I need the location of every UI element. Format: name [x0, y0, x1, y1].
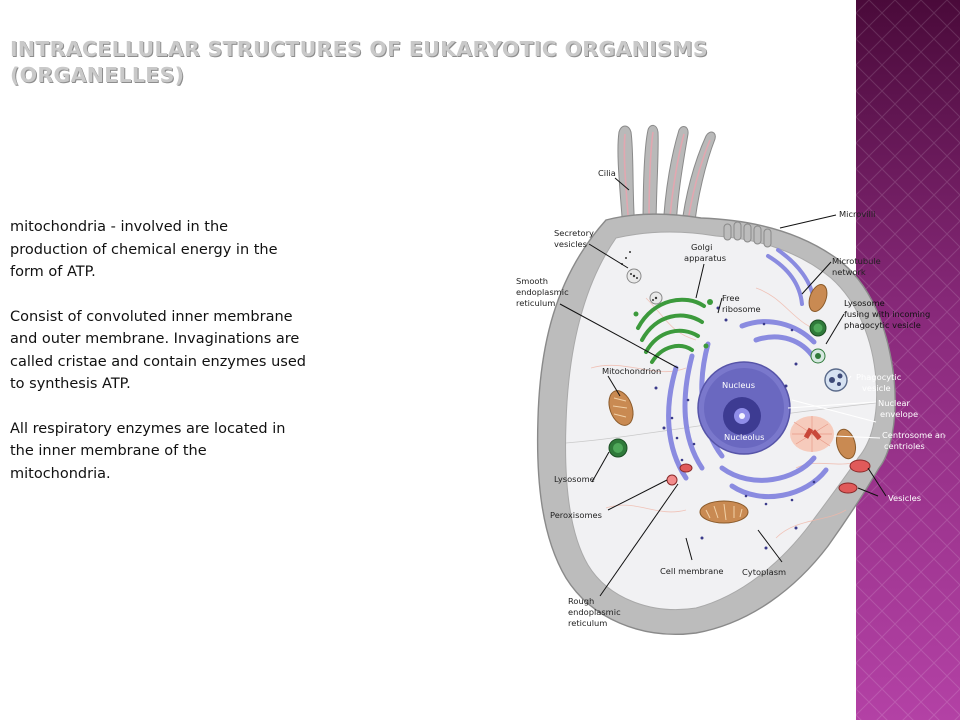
label-microtubule-1: Microtubule [832, 256, 881, 266]
cytoskeleton-lines [590, 287, 857, 539]
golgi-apparatus-shape [636, 297, 706, 364]
label-rough-er-1: Rough [568, 596, 594, 606]
label-nuclear-envelope-1: Nuclear [878, 398, 911, 408]
decorative-side-band [856, 0, 960, 720]
paragraph-membrane-structure: Consist of convoluted inner membrane and… [10, 308, 306, 393]
label-nucleolus: Nucleolus [724, 432, 764, 442]
label-peroxisomes: Peroxisomes [550, 510, 602, 520]
label-rough-er-3: reticulum [568, 618, 607, 628]
label-centrosome-2: centrioles [884, 441, 925, 451]
golgi-vesicles [633, 299, 713, 349]
label-free-ribosome-2: ribosome [722, 304, 761, 314]
phagocytic-vesicle-shape [824, 368, 848, 392]
paragraph-respiratory-enzymes: All respiratory enzymes are located in t… [10, 420, 286, 482]
label-centrosome-1: Centrosome and [882, 430, 946, 440]
label-golgi-1: Golgi [691, 242, 712, 252]
label-nucleus: Nucleus [722, 380, 755, 390]
label-free-ribosome-1: Free [722, 293, 740, 303]
label-phagocytic-vesicle-2: vesicle [862, 383, 891, 393]
label-smooth-er-3: reticulum [516, 298, 555, 308]
body-text: mitochondria - involved in the productio… [10, 216, 310, 507]
diagram-labels: Cilia Microvilli Secretory vesicles Golg… [516, 168, 946, 628]
centrosome-shape [790, 416, 834, 452]
label-secretory-vesicles-1: Secretory [554, 228, 594, 238]
label-lysosome-fusing-1: Lysosome [844, 298, 885, 308]
title-line-1: Intracellular structures of Eukaryotic o… [10, 37, 708, 61]
label-lysosome: Lysosome [554, 474, 595, 484]
cytoplasm-division [565, 402, 877, 444]
label-golgi-2: apparatus [684, 253, 726, 263]
nucleus-shape [697, 361, 791, 455]
cilia-shapes [617, 124, 716, 231]
lysosome-shapes [608, 319, 827, 458]
pointer-lines [559, 177, 887, 597]
label-rough-er-2: endoplasmic [568, 607, 621, 617]
label-lysosome-fusing-3: phagocytic vesicle [844, 320, 921, 330]
secretory-vesicles-shape [621, 251, 663, 305]
vesicle-shapes [679, 459, 871, 494]
label-secretory-vesicles-2: vesicles [554, 239, 587, 249]
label-nuclear-envelope-2: envelope [880, 409, 918, 419]
paragraph-mitochondria-function: mitochondria - involved in the productio… [10, 219, 278, 280]
label-vesicles: Vesicles [888, 493, 921, 503]
peroxisome-shapes [666, 474, 678, 486]
free-ribosomes [654, 306, 798, 550]
eukaryotic-cell-diagram: Cilia Microvilli Secretory vesicles Golg… [516, 124, 946, 635]
microvilli-shapes [723, 221, 772, 248]
label-cilia: Cilia [598, 168, 616, 178]
label-smooth-er-1: Smooth [516, 276, 548, 286]
label-smooth-er-2: endoplasmic [516, 287, 569, 297]
label-cytoplasm: Cytoplasm [742, 567, 786, 577]
label-microtubule-2: network [832, 267, 866, 277]
label-cell-membrane: Cell membrane [660, 566, 724, 576]
label-lysosome-fusing-2: fusing with incoming [844, 309, 930, 319]
rough-er-ribosomes [670, 322, 816, 506]
label-mitochondrion: Mitochondrion [602, 366, 661, 376]
label-microvilli: Microvilli [839, 209, 875, 219]
slide-title: Intracellular structures of Eukaryotic o… [10, 36, 710, 88]
title-line-2: (organelles) [10, 63, 185, 87]
label-phagocytic-vesicle-1: Phagocytic [856, 372, 902, 382]
